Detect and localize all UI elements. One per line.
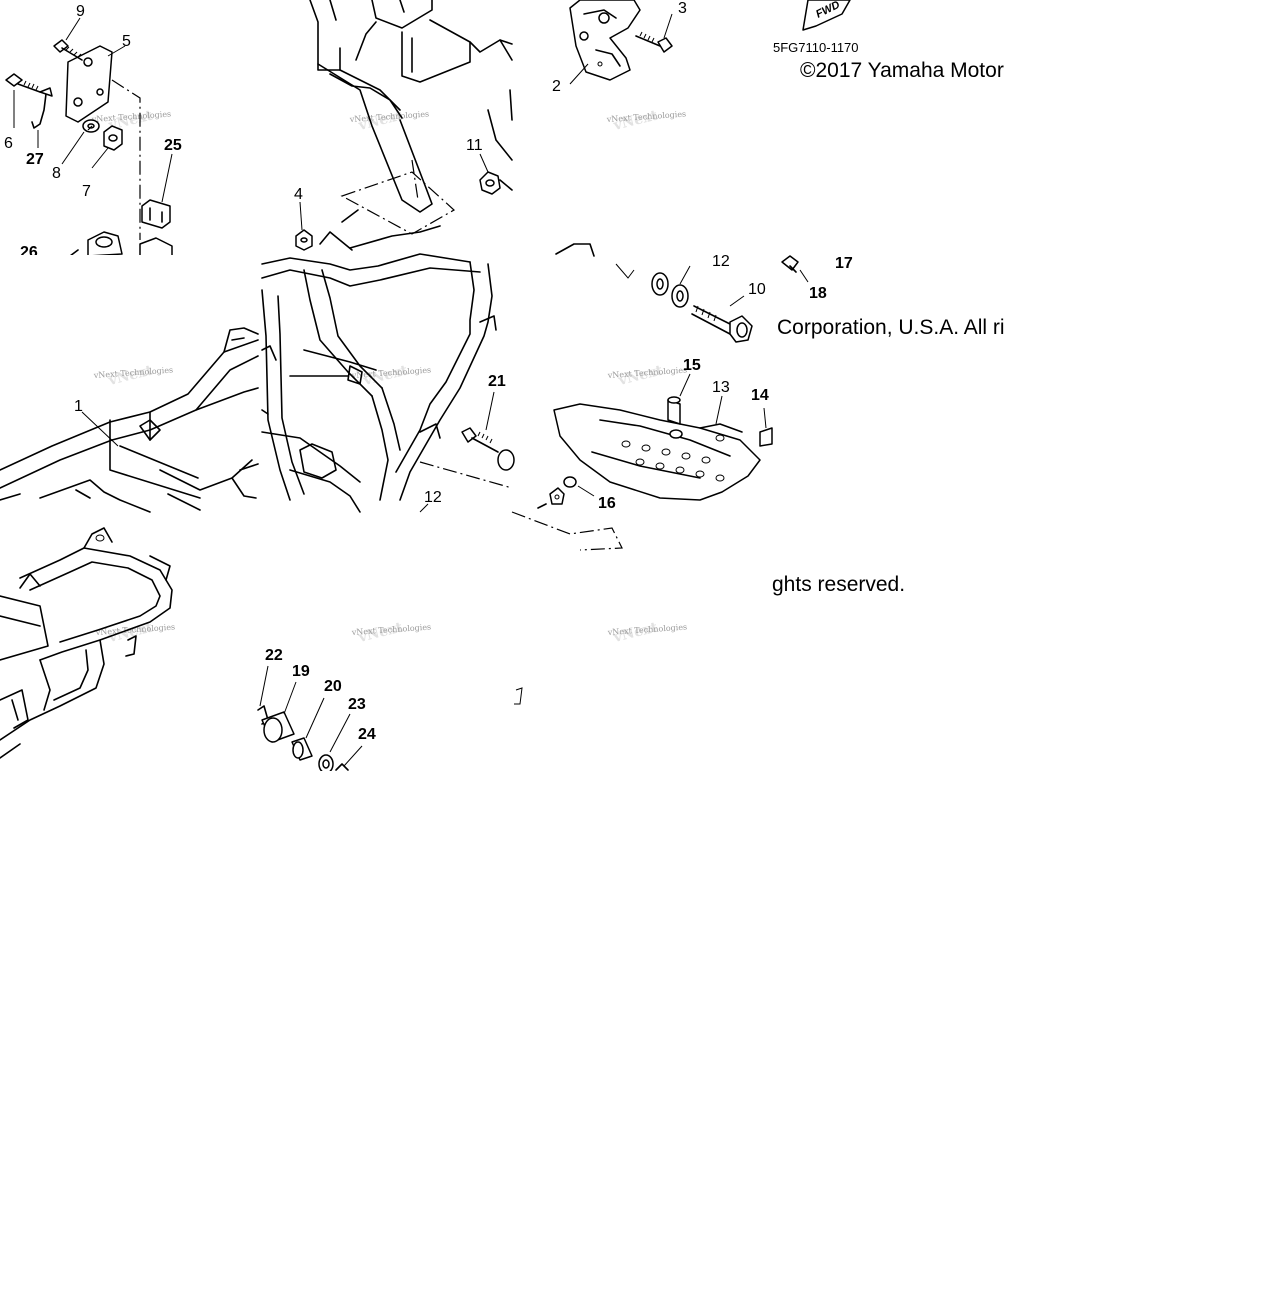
callout-12b: 12	[424, 489, 442, 506]
callout-12a: 12	[712, 253, 730, 270]
callout-24: 24	[358, 726, 376, 743]
leaders-tile-1	[13, 17, 173, 203]
callout-27: 27	[26, 151, 44, 168]
copyright-line-2: Corporation, U.S.A. All ri	[777, 316, 1005, 339]
callout-7: 7	[82, 183, 91, 200]
main-frame-center-section	[261, 253, 515, 513]
diagram-code: 5FG7110-1170	[773, 40, 859, 55]
callout-19: 19	[292, 663, 310, 680]
callout-4: 4	[294, 186, 303, 203]
callout-14: 14	[751, 387, 769, 404]
rear-subframe-section	[0, 527, 173, 759]
callout-8: 8	[52, 165, 61, 182]
callout-23: 23	[348, 696, 366, 713]
callout-22: 22	[265, 647, 283, 664]
callout-2: 2	[552, 78, 561, 95]
callout-21: 21	[488, 373, 506, 390]
callout-16: 16	[598, 495, 616, 512]
copyright-line-3: ghts reserved.	[772, 573, 905, 596]
callout-10: 10	[748, 281, 766, 298]
callout-11: 11	[466, 137, 483, 154]
frame-headpipe-section	[295, 0, 513, 251]
watermarks: vNext vNext Technologies vNext vNext Tec…	[91, 107, 688, 646]
main-frame-rear-section	[0, 327, 259, 513]
callout-9: 9	[76, 3, 85, 20]
callout-20: 20	[324, 678, 342, 695]
leaders-tile-2	[299, 153, 489, 231]
spacer-collar-group	[257, 665, 523, 774]
callout-25: 25	[164, 137, 182, 154]
callout-15: 15	[683, 357, 701, 374]
callout-17: 17	[835, 255, 853, 272]
callout-13: 13	[712, 379, 730, 396]
engine-mount-bracket-group	[569, 0, 673, 85]
copyright-line-1: ©2017 Yamaha Motor	[800, 59, 1004, 82]
callout-3: 3	[678, 0, 687, 17]
callout-1: 1	[74, 398, 83, 415]
callout-5: 5	[122, 33, 131, 50]
skid-plate-group	[537, 243, 809, 509]
callout-6: 6	[4, 135, 13, 152]
fwd-arrow-icon: FWD	[802, 0, 851, 31]
engine-bracket-group	[5, 39, 173, 257]
dash-line-lower	[511, 511, 623, 551]
callout-18: 18	[809, 285, 827, 302]
